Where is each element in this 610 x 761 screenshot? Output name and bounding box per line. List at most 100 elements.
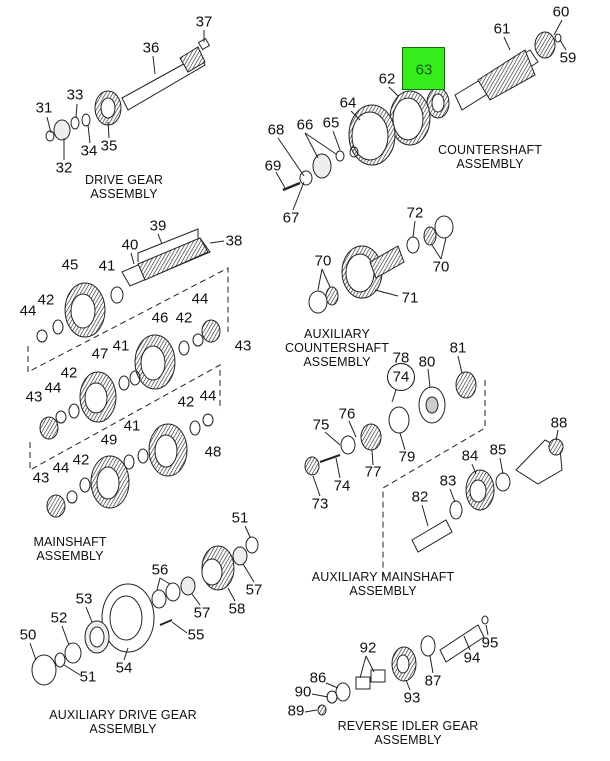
part-callout-36[interactable]: 36 — [142, 39, 160, 57]
part-callout-67[interactable]: 67 — [282, 209, 300, 227]
part-callout-82[interactable]: 82 — [411, 488, 429, 506]
part-callout-85[interactable]: 85 — [489, 441, 507, 459]
part-callout-32[interactable]: 32 — [55, 159, 73, 177]
part-callout-69[interactable]: 69 — [264, 157, 282, 175]
part-callout-78[interactable]: 78 — [392, 349, 410, 367]
part-callout-40[interactable]: 40 — [121, 236, 139, 254]
part-callout-38[interactable]: 38 — [225, 232, 243, 250]
part-callout-90[interactable]: 90 — [294, 683, 312, 701]
caption-line: ASSEMBLY — [374, 733, 442, 747]
part-callout-43[interactable]: 43 — [25, 388, 43, 406]
part-callout-59[interactable]: 59 — [559, 49, 577, 67]
caption-aux-drive-gear: AUXILIARY DRIVE GEAR ASSEMBLY — [49, 708, 196, 736]
part-callout-53[interactable]: 53 — [75, 590, 93, 608]
part-callout-43[interactable]: 43 — [32, 469, 50, 487]
part-callout-62[interactable]: 62 — [378, 70, 396, 88]
part-callout-66[interactable]: 66 — [296, 116, 314, 134]
part-callout-52[interactable]: 52 — [50, 609, 68, 627]
part-callout-44[interactable]: 44 — [52, 459, 70, 477]
part-callout-92[interactable]: 92 — [359, 639, 377, 657]
part-callout-63[interactable]: 63 — [415, 61, 433, 79]
caption-line: MAINSHAFT — [33, 535, 107, 549]
part-callout-41[interactable]: 41 — [123, 417, 141, 435]
part-callout-65[interactable]: 65 — [322, 114, 340, 132]
part-callout-72[interactable]: 72 — [406, 204, 424, 222]
part-callout-45[interactable]: 45 — [61, 256, 79, 274]
part-callout-88[interactable]: 88 — [550, 414, 568, 432]
part-callout-84[interactable]: 84 — [461, 447, 479, 465]
part-callout-94[interactable]: 94 — [463, 649, 481, 667]
part-callout-93[interactable]: 93 — [403, 689, 421, 707]
part-callout-51[interactable]: 51 — [79, 668, 97, 686]
part-callout-64[interactable]: 64 — [339, 94, 357, 112]
part-callout-55[interactable]: 55 — [187, 626, 205, 644]
part-callout-54[interactable]: 54 — [115, 659, 133, 677]
part-callout-83[interactable]: 83 — [439, 472, 457, 490]
caption-mainshaft: MAINSHAFT ASSEMBLY — [33, 535, 106, 563]
part-callout-49[interactable]: 49 — [100, 431, 118, 449]
part-callout-77[interactable]: 77 — [364, 463, 382, 481]
part-callout-31[interactable]: 31 — [35, 99, 53, 117]
caption-line: DRIVE GEAR — [84, 173, 164, 187]
part-callout-60[interactable]: 60 — [552, 3, 570, 21]
part-callout-75[interactable]: 75 — [312, 416, 330, 434]
part-callout-33[interactable]: 33 — [66, 86, 84, 104]
part-callout-80[interactable]: 80 — [418, 353, 436, 371]
part-callout-42[interactable]: 42 — [72, 451, 90, 469]
part-callout-44[interactable]: 44 — [191, 290, 209, 308]
part-callout-44[interactable]: 44 — [19, 302, 37, 320]
caption-line: REVERSE IDLER GEAR — [337, 719, 479, 733]
gear-43a — [201, 319, 221, 343]
part-callout-58[interactable]: 58 — [228, 600, 246, 618]
part-callout-61[interactable]: 61 — [493, 20, 511, 38]
caption-line: COUNTERSHAFT — [438, 143, 542, 157]
part-callout-74[interactable]: 74 — [392, 368, 410, 386]
part-callout-76[interactable]: 76 — [338, 405, 356, 423]
caption-line: ASSEMBLY — [303, 355, 371, 369]
caption-line: AUXILIARY — [304, 327, 370, 341]
gear-43b — [39, 416, 59, 440]
part-callout-68[interactable]: 68 — [267, 121, 285, 139]
part-callout-35[interactable]: 35 — [100, 137, 118, 155]
gear-73 — [304, 456, 320, 476]
part-callout-89[interactable]: 89 — [287, 702, 305, 720]
part-callout-34[interactable]: 34 — [80, 142, 98, 160]
part-callout-44[interactable]: 44 — [199, 387, 217, 405]
part-callout-42[interactable]: 42 — [37, 291, 55, 309]
part-callout-43[interactable]: 43 — [234, 337, 252, 355]
part-callout-37[interactable]: 37 — [195, 13, 213, 31]
part-callout-86[interactable]: 86 — [309, 669, 327, 687]
caption-line: ASSEMBLY — [89, 722, 157, 736]
part-callout-42[interactable]: 42 — [60, 364, 78, 382]
part-callout-44[interactable]: 44 — [44, 379, 62, 397]
part-callout-70[interactable]: 70 — [314, 252, 332, 270]
part-callout-47[interactable]: 47 — [91, 345, 109, 363]
part-callout-56[interactable]: 56 — [151, 561, 169, 579]
circled-callout-74 — [387, 363, 415, 391]
caption-countershaft: COUNTERSHAFT ASSEMBLY — [438, 143, 542, 171]
part-callout-70[interactable]: 70 — [432, 258, 450, 276]
part-callout-57[interactable]: 57 — [193, 604, 211, 622]
caption-line: ASSEMBLY — [90, 187, 158, 201]
caption-line: AUXILIARY MAINSHAFT — [311, 570, 455, 584]
part-callout-50[interactable]: 50 — [19, 626, 37, 644]
part-callout-71[interactable]: 71 — [401, 289, 419, 307]
part-callout-41[interactable]: 41 — [112, 337, 130, 355]
caption-line: COUNTERSHAFT — [285, 341, 389, 355]
part-callout-48[interactable]: 48 — [204, 443, 222, 461]
part-callout-39[interactable]: 39 — [149, 217, 167, 235]
part-callout-42[interactable]: 42 — [175, 309, 193, 327]
part-callout-46[interactable]: 46 — [151, 309, 169, 327]
part-callout-57[interactable]: 57 — [245, 581, 263, 599]
highlighted-part-marker[interactable] — [402, 47, 445, 90]
part-callout-51[interactable]: 51 — [231, 509, 249, 527]
part-callout-87[interactable]: 87 — [424, 672, 442, 690]
part-callout-79[interactable]: 79 — [398, 448, 416, 466]
part-callout-95[interactable]: 95 — [481, 634, 499, 652]
part-callout-81[interactable]: 81 — [449, 339, 467, 357]
part-callout-74[interactable]: 74 — [333, 477, 351, 495]
part-callout-42[interactable]: 42 — [177, 393, 195, 411]
part-callout-73[interactable]: 73 — [311, 495, 329, 513]
part-callout-41[interactable]: 41 — [98, 257, 116, 275]
